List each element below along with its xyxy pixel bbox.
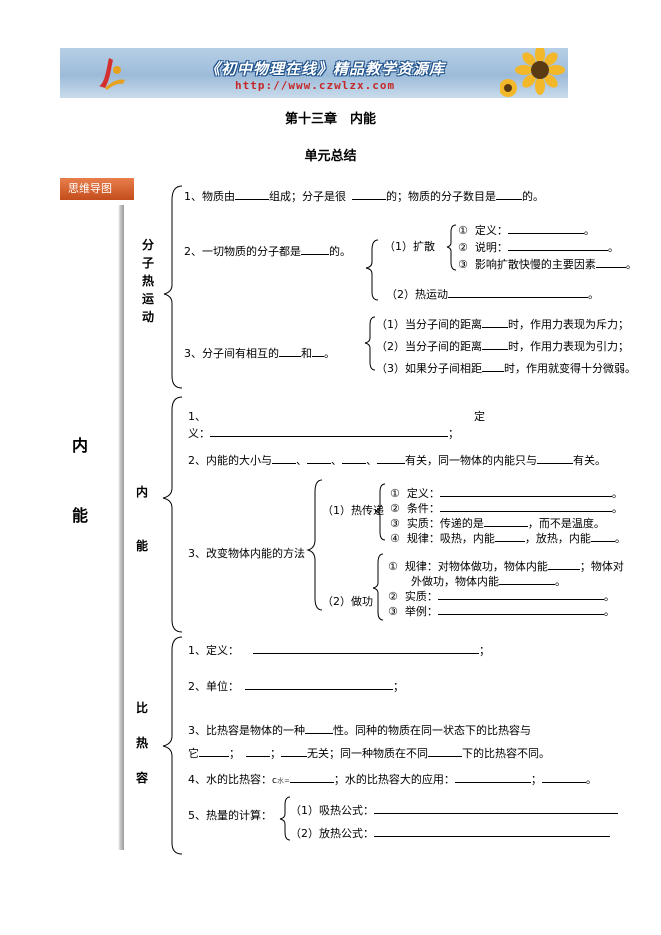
blank[interactable]	[428, 745, 462, 757]
specific-heat-item-1: 1、定义：；	[188, 642, 490, 657]
work-item-1: ① 规律：对物体做功，物体内能；物体对	[388, 558, 624, 573]
formula-absorb: （1）吸热公式：	[290, 802, 618, 818]
brace-molecular	[163, 185, 183, 389]
section-label-molecular-motion: 分 子 热 运 动	[141, 238, 154, 324]
work-item-3: ③ 举例：。	[388, 603, 615, 618]
blank[interactable]	[235, 188, 269, 200]
thermal-motion: （2）热运动。	[386, 286, 599, 301]
heat-transfer-item-2: ② 条件：。	[390, 500, 623, 515]
blank[interactable]	[342, 452, 366, 464]
banner-title: 《初中物理在线》精品教学资源库	[205, 60, 446, 78]
blank[interactable]	[245, 678, 393, 690]
blank[interactable]	[439, 485, 612, 497]
blank[interactable]	[289, 771, 334, 783]
work-item-1-cont: 外做功，物体内能。	[411, 573, 566, 588]
blank[interactable]	[312, 345, 324, 357]
internal-item-1-def-char: 定	[474, 410, 485, 423]
blank[interactable]	[494, 530, 525, 542]
root-label-char-2: 能	[72, 506, 89, 525]
blank[interactable]	[352, 188, 386, 200]
force-item-1: （1）当分子间的距离时，作用力表现为斥力；	[376, 316, 629, 331]
blank[interactable]	[590, 530, 615, 542]
specific-heat-item-4: 4、水的比热容：c水=；水的比热容大的应用：；。	[188, 771, 597, 786]
blank[interactable]	[305, 722, 333, 734]
blank[interactable]	[210, 425, 448, 437]
logo-icon	[99, 58, 125, 90]
specific-heat-item-3: 3、比热容是物体的一种性。同种的物质在同一状态下的比热容与	[188, 722, 531, 737]
blank[interactable]	[437, 603, 604, 615]
work-item-2: ② 实质：。	[388, 588, 615, 603]
blank[interactable]	[272, 452, 296, 464]
blank[interactable]	[482, 316, 508, 328]
force-item-2: （2）当分子间的距离时，作用力表现为引力；	[376, 338, 629, 353]
banner-url[interactable]: http://www.czwlzx.com	[235, 79, 396, 92]
work-label: （2）做功	[322, 595, 373, 608]
diffusion-item-3: ③ 影响扩散快慢的主要因素。	[458, 256, 637, 271]
main-bracket-bar	[118, 205, 124, 850]
sunflower-icon	[500, 48, 565, 97]
blank[interactable]	[547, 558, 580, 570]
molecular-item-3: 3、分子间有相互的和。	[184, 345, 335, 360]
brace-heat-transfer	[374, 483, 386, 541]
brace-methods	[306, 479, 323, 611]
blank[interactable]	[507, 222, 584, 234]
root-label-char-1: 内	[72, 436, 89, 455]
brace-internal	[162, 396, 183, 633]
molecular-item-2: 2、一切物质的分子都是的。	[184, 243, 351, 258]
blank[interactable]	[374, 825, 610, 837]
blank[interactable]	[253, 642, 479, 654]
blank[interactable]	[374, 802, 618, 814]
brace-work	[372, 553, 384, 621]
blank[interactable]	[281, 745, 307, 757]
brace-sub-item2	[365, 239, 379, 301]
internal-item-2: 2、内能的大小与、、、有关，同一物体的内能只与有关。	[188, 452, 606, 467]
blank[interactable]	[507, 239, 608, 251]
internal-item-1-number: 1、	[188, 410, 206, 423]
brace-specific-heat	[162, 636, 183, 855]
blank[interactable]	[279, 345, 301, 357]
specific-heat-item-2: 2、单位：；	[188, 678, 404, 693]
blank[interactable]	[595, 256, 626, 268]
blank[interactable]	[541, 771, 586, 783]
blank[interactable]	[199, 745, 229, 757]
blank[interactable]	[301, 243, 329, 255]
summary-title: 单元总结	[304, 149, 357, 164]
heat-transfer-label: （1）热传递	[322, 504, 384, 517]
header-banner: 《初中物理在线》精品教学资源库 http://www.czwlzx.com	[60, 48, 568, 98]
blank[interactable]	[437, 588, 604, 600]
chapter-title: 第十三章 内能	[284, 112, 376, 127]
blank[interactable]	[454, 771, 531, 783]
diffusion-label: （1）扩散	[384, 240, 435, 253]
blank[interactable]	[246, 745, 270, 757]
diffusion-item-1: ① 定义：。	[458, 222, 595, 237]
blank[interactable]	[499, 573, 555, 585]
specific-heat-item-5: 5、热量的计算：	[188, 809, 272, 822]
blank[interactable]	[483, 515, 528, 527]
mindmap-tab: 思维导图	[60, 178, 134, 200]
molecular-item-1: 1、物质由组成；分子是很的；物质的分子数目是的。	[184, 188, 544, 203]
formula-release: （2）放热公式：	[290, 825, 610, 841]
brace-diffusion	[446, 224, 457, 271]
brace-forces	[364, 316, 376, 371]
heat-transfer-item-4: ④ 规律：吸热，内能，放热，内能。	[390, 530, 626, 545]
blank[interactable]	[377, 452, 405, 464]
specific-heat-item-3-cont: 它；；无关；同一种物质在不同下的比热容不同。	[188, 745, 550, 760]
force-item-3: （3）如果分子间相距时，作用就变得十分微弱。	[376, 360, 636, 375]
blank[interactable]	[537, 452, 573, 464]
blank[interactable]	[482, 360, 504, 372]
section-label-internal-energy: 内 能	[135, 485, 148, 553]
heat-transfer-item-3: ③ 实质：传递的是，而不是温度。	[390, 515, 605, 530]
diffusion-item-2: ② 说明：。	[458, 239, 619, 254]
blank[interactable]	[482, 338, 508, 350]
section-label-specific-heat: 比 热 容	[135, 701, 148, 785]
brace-formulas	[279, 796, 291, 841]
blank[interactable]	[439, 500, 612, 512]
internal-item-1: 义：；	[188, 425, 459, 440]
internal-item-3: 3、改变物体内能的方法	[188, 547, 305, 560]
blank[interactable]	[496, 188, 522, 200]
blank[interactable]	[448, 286, 588, 298]
blank[interactable]	[307, 452, 331, 464]
heat-transfer-item-1: ① 定义：。	[390, 485, 623, 500]
